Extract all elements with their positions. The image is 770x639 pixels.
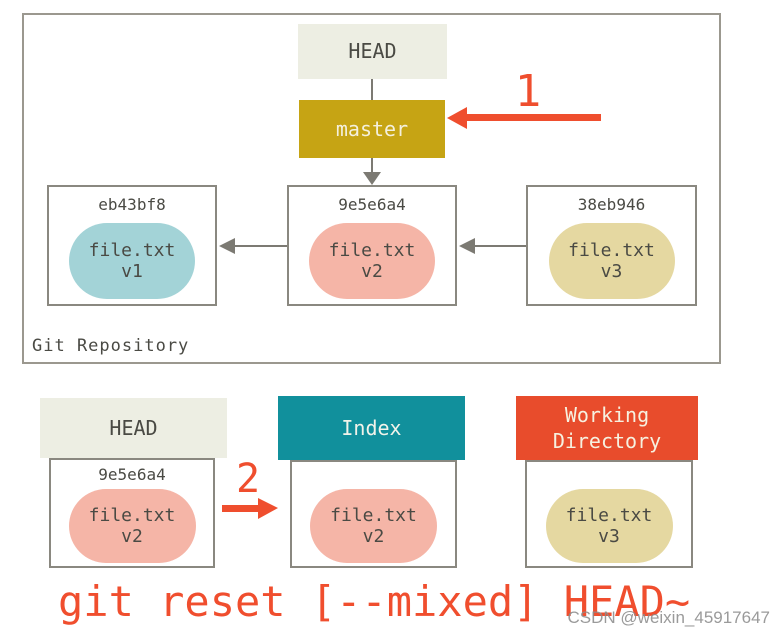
step-1-label: 1	[514, 66, 542, 117]
file-name: file.txt	[88, 505, 176, 526]
commit-hash: eb43bf8	[98, 195, 166, 214]
commit-hash: 9e5e6a4	[338, 195, 406, 214]
commit-box-eb43bf8: eb43bf8 file.txt v1	[47, 185, 217, 306]
file-name: file.txt	[330, 505, 417, 526]
head-to-master-connector	[371, 79, 373, 100]
csdn-watermark: CSDN @weixin_45917647	[567, 608, 770, 627]
arrow-left-icon	[219, 238, 235, 254]
git-command-caption: git reset [--mixed] HEAD~	[58, 577, 691, 626]
arrow-down-icon	[363, 172, 381, 185]
working-directory-column-header: Working Directory	[516, 396, 698, 460]
commit-box-38eb946: 38eb946 file.txt v3	[526, 185, 697, 306]
commit-hash: 38eb946	[577, 195, 646, 214]
file-name: file.txt	[565, 505, 653, 526]
file-version: v2	[361, 261, 383, 282]
arrow-left-icon	[447, 107, 467, 129]
file-name: file.txt	[568, 240, 655, 261]
arrow-right-icon	[258, 498, 278, 519]
arrow-left-icon	[459, 238, 475, 254]
working-directory-state-box: file.txt v3	[525, 460, 693, 568]
file-name: file.txt	[88, 240, 176, 261]
file-snapshot-oval: file.txt v2	[68, 489, 196, 563]
step-2-label: 2	[235, 456, 261, 502]
file-version: v1	[121, 261, 143, 282]
head-column-header: HEAD	[40, 398, 227, 458]
file-snapshot-oval: file.txt v3	[548, 223, 675, 299]
file-snapshot-oval: file.txt v1	[69, 223, 195, 299]
commit-hash: 9e5e6a4	[98, 465, 166, 484]
index-column-header: Index	[278, 396, 465, 460]
file-version: v3	[598, 526, 620, 547]
head-state-box: 9e5e6a4 file.txt v2	[49, 458, 215, 568]
master-to-commit-arrow	[371, 158, 373, 174]
file-version: v2	[121, 526, 143, 547]
file-snapshot-oval: file.txt v2	[309, 223, 435, 299]
head-pointer-box: HEAD	[298, 24, 447, 79]
step-1-arrow	[465, 114, 601, 121]
file-name: file.txt	[328, 240, 416, 261]
commit-parent-arrow	[474, 245, 526, 247]
master-branch-box: master	[299, 100, 445, 158]
file-snapshot-oval: file.txt v3	[545, 489, 673, 563]
file-version: v2	[362, 526, 385, 547]
index-state-box: file.txt v2	[290, 460, 457, 568]
step-2-arrow	[222, 505, 260, 512]
file-version: v3	[600, 261, 623, 282]
file-snapshot-oval: file.txt v2	[310, 489, 437, 563]
git-repository-label: Git Repository	[32, 336, 190, 356]
commit-box-9e5e6a4: 9e5e6a4 file.txt v2	[287, 185, 457, 306]
commit-parent-arrow	[234, 245, 287, 247]
